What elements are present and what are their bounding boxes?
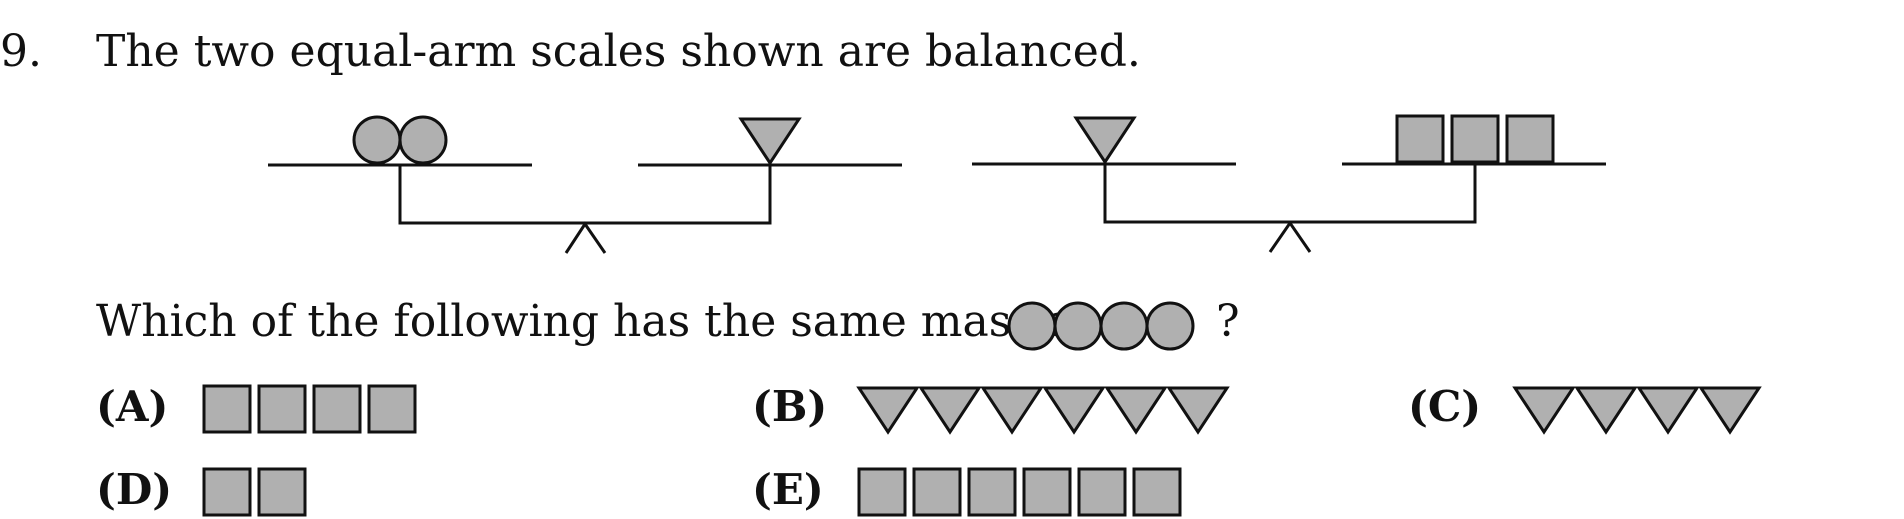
square-shape (202, 384, 252, 434)
scale-1 (268, 115, 902, 254)
triangle-shape (738, 117, 802, 166)
triangle-shape (1636, 386, 1700, 435)
square-shape (1077, 467, 1127, 517)
scale-1-right-items (738, 117, 802, 166)
square-shape (912, 467, 962, 517)
triangle-shape (1698, 386, 1762, 435)
triangle-shape (1104, 386, 1168, 435)
balance-scales-figure (268, 114, 1606, 254)
circle-shape (1007, 301, 1057, 351)
option-e-shapes[interactable] (855, 463, 1255, 519)
question-number: 9. (0, 26, 42, 77)
triangle-shape (1166, 386, 1230, 435)
circle-shape (1053, 301, 1103, 351)
triangle-shape (1574, 386, 1638, 435)
circle-shape (1145, 301, 1195, 351)
square-shape (367, 384, 417, 434)
option-e-label[interactable]: (E) (752, 465, 824, 514)
square-shape (1395, 114, 1445, 164)
circle-shape (352, 115, 402, 165)
scale-2 (972, 114, 1606, 253)
square-shape (857, 467, 907, 517)
triangle-shape (1042, 386, 1106, 435)
square-shape (312, 384, 362, 434)
option-a-label[interactable]: (A) (96, 382, 169, 431)
square-shape (1450, 114, 1500, 164)
question-prompt: Which of the following has the same mass… (96, 296, 1097, 347)
option-a-shapes[interactable] (200, 380, 600, 436)
square-shape (1022, 467, 1072, 517)
prompt-question-mark: ? (1216, 296, 1240, 347)
triangle-shape (980, 386, 1044, 435)
square-shape (1505, 114, 1555, 164)
circle-shape (398, 115, 448, 165)
circle-shape (1099, 301, 1149, 351)
option-c-label[interactable]: (C) (1408, 382, 1482, 431)
triangle-shape (918, 386, 982, 435)
question-statement: The two equal-arm scales shown are balan… (96, 26, 1141, 77)
triangle-shape (856, 386, 920, 435)
scale-2-right-items (1395, 114, 1555, 164)
square-shape (257, 467, 307, 517)
scale-1-left-items (352, 115, 448, 165)
square-shape (1132, 467, 1182, 517)
prompt-circles (1007, 301, 1195, 351)
option-b-shapes[interactable] (855, 380, 1255, 436)
scale-1-beam (398, 165, 772, 225)
option-d-shapes[interactable] (200, 463, 600, 519)
option-c-shapes[interactable] (1511, 380, 1904, 436)
scale-2-beam (1103, 164, 1477, 224)
scale-2-fulcrum (1268, 220, 1312, 253)
scale-2-left-items (1073, 116, 1137, 165)
triangle-shape (1073, 116, 1137, 165)
square-shape (967, 467, 1017, 517)
option-b-label[interactable]: (B) (752, 382, 828, 431)
triangle-shape (1512, 386, 1576, 435)
square-shape (257, 384, 307, 434)
square-shape (202, 467, 252, 517)
option-d-label[interactable]: (D) (96, 465, 173, 514)
scale-1-fulcrum (564, 221, 607, 254)
